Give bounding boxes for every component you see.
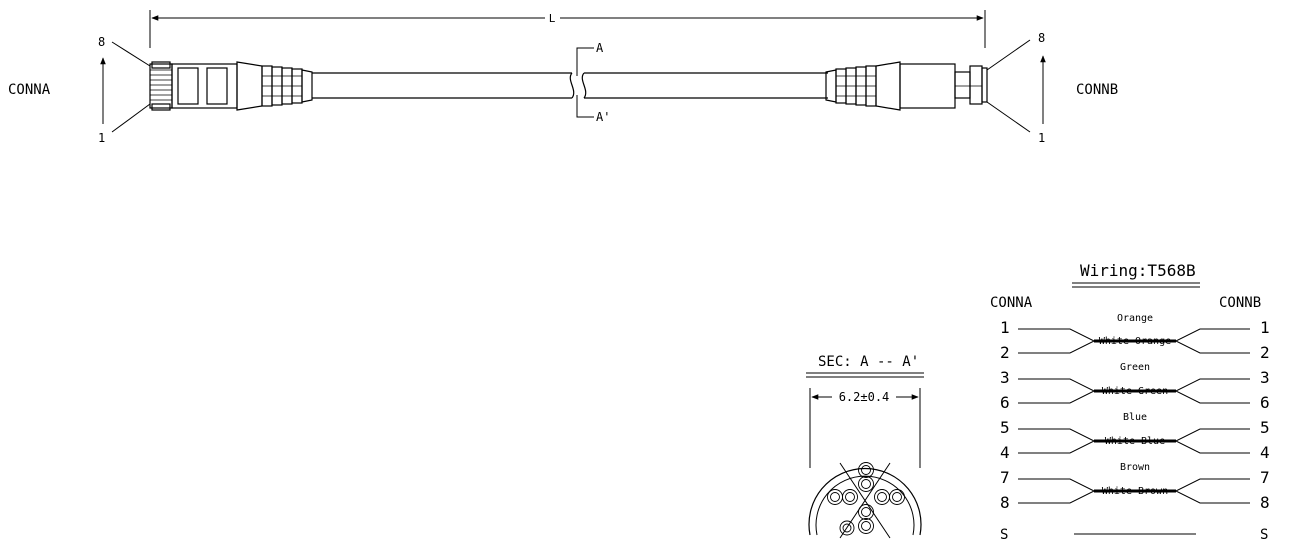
conn-a-label: CONNA — [8, 82, 51, 98]
connector-b-drawing — [825, 61, 988, 111]
pair-color-label: Orange — [1117, 313, 1153, 324]
pin-number: 6 — [1260, 393, 1270, 412]
wire-pair: Orange 1 2 1 2 White-Orange — [1000, 313, 1270, 362]
conn-b-label: CONNB — [1076, 82, 1118, 98]
pin-number: 7 — [1260, 468, 1270, 487]
pin-number: 2 — [1260, 343, 1270, 362]
pair-mate-label: White-Brown — [1102, 486, 1168, 497]
conn-a-annotation: CONNA 8 1 — [8, 35, 151, 145]
conn-b-annotation: CONNB 8 1 — [986, 31, 1118, 145]
pin-number: 1 — [1000, 318, 1010, 337]
pin-number: 6 — [1000, 393, 1010, 412]
shield-label-b: S — [1260, 527, 1268, 543]
pin-number: 3 — [1260, 368, 1270, 387]
wire-pair: Brown 7 8 7 8 White-Brown — [1000, 462, 1270, 512]
length-label: L — [549, 12, 556, 25]
conn-a-pin-top: 8 — [98, 35, 105, 49]
pair-mate-label: White-Blue — [1105, 436, 1165, 447]
wire-pair: Blue 5 4 5 4 White-Blue — [1000, 412, 1270, 462]
wiring-diagram: Wiring:T568B CONNA CONNB Orange 1 2 1 2 … — [990, 261, 1270, 543]
pin-number: 5 — [1260, 418, 1270, 437]
pair-mate-label: White-Orange — [1099, 336, 1171, 347]
pin-number: 8 — [1260, 493, 1270, 512]
pin-number: 4 — [1260, 443, 1270, 462]
pin-number: 2 — [1000, 343, 1010, 362]
length-dimension: L — [149, 10, 986, 48]
section-a-prime-label: A' — [596, 110, 610, 124]
conn-b-pin-bottom: 1 — [1038, 131, 1045, 145]
pin-number: 7 — [1000, 468, 1010, 487]
conn-a-pin-bottom: 1 — [98, 131, 105, 145]
cable-cross-section — [808, 462, 922, 539]
pair-color-label: Blue — [1123, 412, 1147, 423]
section-title: SEC: A -- A' — [818, 354, 919, 370]
section-view: SEC: A -- A' 6.2±0.4 — [806, 354, 924, 539]
diameter-label: 6.2±0.4 — [839, 390, 890, 404]
section-cut-marker: A A' — [576, 41, 610, 124]
connector-a-drawing — [149, 61, 313, 111]
pin-number: 1 — [1260, 318, 1270, 337]
shield-row: S S — [1000, 527, 1268, 543]
cable-body — [312, 72, 828, 99]
pair-mate-label: White-Green — [1102, 386, 1168, 397]
wiring-conn-a-label: CONNA — [990, 295, 1033, 311]
pair-color-label: Green — [1120, 362, 1150, 373]
wiring-title: Wiring:T568B — [1080, 261, 1196, 280]
pin-number: 4 — [1000, 443, 1010, 462]
wire-pair: Green 3 6 3 6 White-Green — [1000, 362, 1270, 412]
shield-label-a: S — [1000, 527, 1008, 543]
wiring-conn-b-label: CONNB — [1219, 295, 1261, 311]
pin-number: 5 — [1000, 418, 1010, 437]
pin-number: 8 — [1000, 493, 1010, 512]
pair-color-label: Brown — [1120, 462, 1150, 473]
section-a-label: A — [596, 41, 604, 55]
pin-number: 3 — [1000, 368, 1010, 387]
conn-b-pin-top: 8 — [1038, 31, 1045, 45]
